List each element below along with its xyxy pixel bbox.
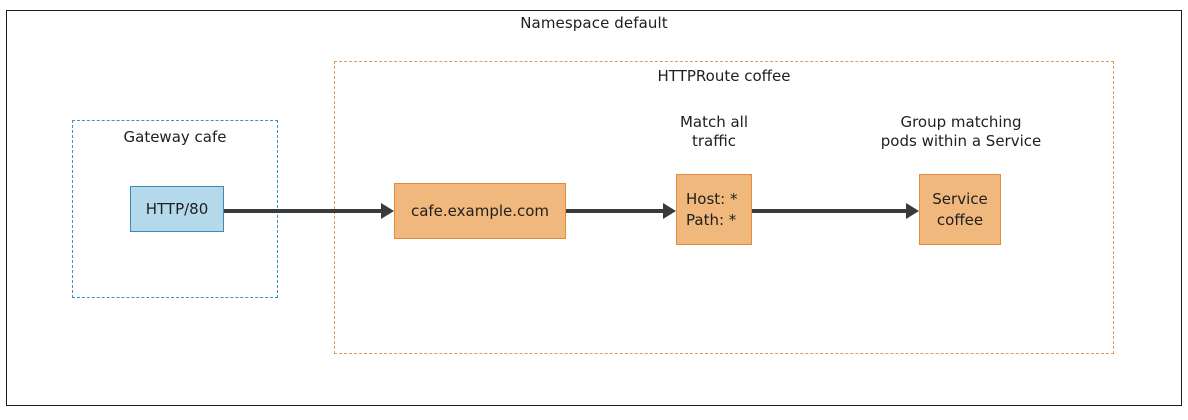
match-annotation-line1: Match all — [679, 113, 749, 131]
namespace-container — [6, 10, 1182, 406]
service-annotation-line2: pods within a Service — [880, 132, 1042, 151]
arrow-hostname-to-match — [566, 209, 665, 213]
httproute-hostname-node[interactable]: cafe.example.com — [394, 183, 566, 239]
arrow-listener-to-hostname — [224, 209, 383, 213]
gateway-title: Gateway cafe — [123, 128, 227, 146]
httproute-title: HTTPRoute coffee — [657, 67, 791, 85]
namespace-title: Namespace default — [520, 14, 668, 32]
match-path-label: Path: * — [686, 210, 737, 229]
service-annotation: Group matching pods within a Service — [868, 113, 1054, 151]
backend-service-kind: Service — [932, 190, 988, 209]
service-annotation-line1: Group matching — [900, 113, 1022, 131]
match-annotation: Match all traffic — [644, 113, 784, 151]
backend-service-node[interactable]: Service coffee — [919, 174, 1001, 245]
httproute-hostname-label: cafe.example.com — [410, 201, 550, 220]
httproute-container — [334, 61, 1114, 354]
gateway-listener-node[interactable]: HTTP/80 — [130, 186, 224, 232]
arrow-match-to-service — [752, 209, 908, 213]
match-annotation-line2: traffic — [692, 132, 736, 151]
match-host-label: Host: * — [686, 190, 738, 209]
backend-service-name: coffee — [936, 210, 984, 229]
gateway-listener-label: HTTP/80 — [145, 199, 209, 218]
httproute-match-node[interactable]: Host: * Path: * — [676, 174, 752, 245]
